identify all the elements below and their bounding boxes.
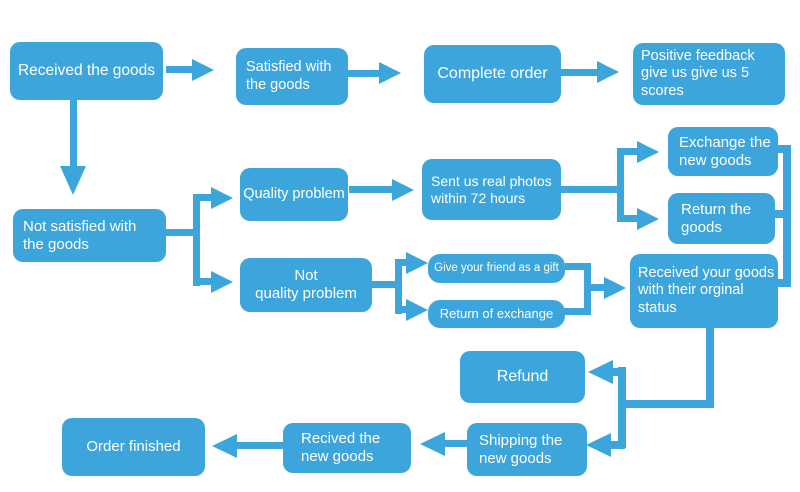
node-not-quality-problem: Not quality problem [240, 258, 372, 312]
edge-complete-to-feedback-line [561, 69, 597, 76]
node-shipping-the-new-goods-label: Shipping the new goods [479, 431, 563, 467]
node-complete-order: Complete order [424, 45, 561, 103]
edge-shipping-to-recived-line [445, 440, 467, 447]
edge-to-return-arrowhead [637, 208, 659, 230]
node-received-your-goods-original-status: Received your goods with their orginal s… [630, 254, 778, 328]
edge-receivedstatus-left-line [621, 400, 714, 408]
edge-to-shipping-arrowhead [586, 433, 611, 457]
edge-received-to-satisfied-arrowhead [192, 59, 214, 81]
edge-quality-to-photos-arrowhead [392, 179, 414, 201]
edge-rail-to-receivedstatus-line [777, 279, 786, 287]
node-order-finished-label: Order finished [86, 438, 181, 456]
edge-merge-to-receivedstatus-arrowhead [604, 277, 626, 299]
edge-satisfied-to-complete-line [348, 70, 379, 77]
node-positive-feedback: Positive feedback give us give us 5 scor… [633, 43, 785, 105]
node-complete-order-label: Complete order [437, 64, 548, 82]
node-give-your-friend-as-a-gift-label: Give your friend as a gift [434, 261, 559, 274]
node-return-the-goods: Return the goods [668, 193, 775, 244]
node-received-the-goods-label: Received the goods [17, 61, 155, 79]
node-sent-us-real-photos-label: Sent us real photos within 72 hours [431, 172, 552, 206]
edge-shipping-to-recived-arrowhead [420, 432, 445, 456]
edge-to-refund-arrowhead [588, 360, 613, 384]
node-positive-feedback-label: Positive feedback give us give us 5 scor… [641, 48, 755, 99]
edge-to-return-line [624, 215, 637, 222]
edge-to-gift-arrowhead [406, 252, 428, 274]
edge-to-gift-line [402, 259, 406, 266]
node-quality-problem-label: Quality problem [243, 185, 345, 202]
edge-recived-to-finished-arrowhead [212, 434, 237, 458]
edge-complete-to-feedback-arrowhead [597, 61, 619, 83]
node-exchange-the-new-goods-label: Exchange the new goods [679, 133, 771, 169]
node-return-of-exchange-label: Return of exchange [439, 306, 554, 322]
node-not-quality-problem-label: Not quality problem [255, 267, 357, 302]
node-give-your-friend-as-a-gift: Give your friend as a gift [428, 254, 565, 283]
edge-merge-line [584, 263, 591, 315]
edge-recived-to-finished-line [237, 442, 283, 449]
edge-received-to-satisfied-line [166, 66, 192, 73]
node-recived-the-new-goods: Recived the new goods [283, 423, 411, 473]
edge-notsatisfied-split-line [193, 194, 200, 286]
node-refund: Refund [460, 351, 585, 403]
node-return-of-exchange: Return of exchange [428, 300, 565, 328]
node-not-satisfied-with-the-goods: Not satisfied with the goods [13, 209, 166, 262]
edge-photos-out-line [561, 186, 619, 193]
node-satisfied-with-the-goods: Satisfied with the goods [236, 48, 348, 105]
node-received-your-goods-original-status-label: Received your goods with their orginal s… [638, 265, 775, 316]
edge-photos-split-line [617, 148, 624, 222]
node-exchange-the-new-goods: Exchange the new goods [668, 127, 778, 176]
edge-merge-to-receivedstatus-line [591, 284, 604, 291]
edge-refund-shipping-split-line [618, 367, 626, 448]
edge-gift-out-line [565, 263, 591, 270]
edge-to-quality-line [200, 194, 211, 201]
node-received-the-goods: Received the goods [10, 42, 163, 100]
edge-notquality-split-line [395, 259, 402, 314]
edge-returnexchange-out-line [563, 308, 591, 315]
edge-received-to-notsatisfied-arrowhead [60, 166, 86, 195]
node-sent-us-real-photos: Sent us real photos within 72 hours [422, 159, 561, 220]
node-recived-the-new-goods-label: Recived the new goods [301, 430, 381, 465]
edge-notsatisfied-out-line [166, 229, 197, 236]
edge-notquality-out-line [372, 281, 396, 288]
node-order-finished: Order finished [62, 418, 205, 476]
node-return-the-goods-label: Return the goods [681, 200, 752, 236]
edge-to-shipping-line [611, 441, 625, 449]
node-shipping-the-new-goods: Shipping the new goods [467, 423, 587, 476]
edge-to-exchange-line [624, 148, 637, 155]
edge-right-rail-line [783, 145, 791, 287]
edge-to-exchange-arrowhead [637, 141, 659, 163]
edge-quality-to-photos-line [349, 186, 392, 193]
edge-to-returnexchange-arrowhead [406, 299, 428, 321]
edge-to-quality-arrowhead [211, 187, 233, 209]
node-quality-problem: Quality problem [240, 168, 348, 221]
edge-to-returnexchange-line [402, 306, 406, 313]
node-satisfied-with-the-goods-label: Satisfied with the goods [246, 59, 332, 93]
edge-to-notquality-line [200, 278, 211, 285]
edge-received-to-notsatisfied-line [70, 99, 77, 167]
edge-satisfied-to-complete-arrowhead [379, 62, 401, 84]
node-refund-label: Refund [496, 367, 549, 385]
edge-return-rail-line [775, 210, 785, 218]
node-not-satisfied-with-the-goods-label: Not satisfied with the goods [23, 217, 137, 253]
edge-to-notquality-arrowhead [211, 271, 233, 293]
edge-to-refund-line [613, 368, 619, 376]
edge-receivedstatus-down-line [706, 326, 714, 407]
